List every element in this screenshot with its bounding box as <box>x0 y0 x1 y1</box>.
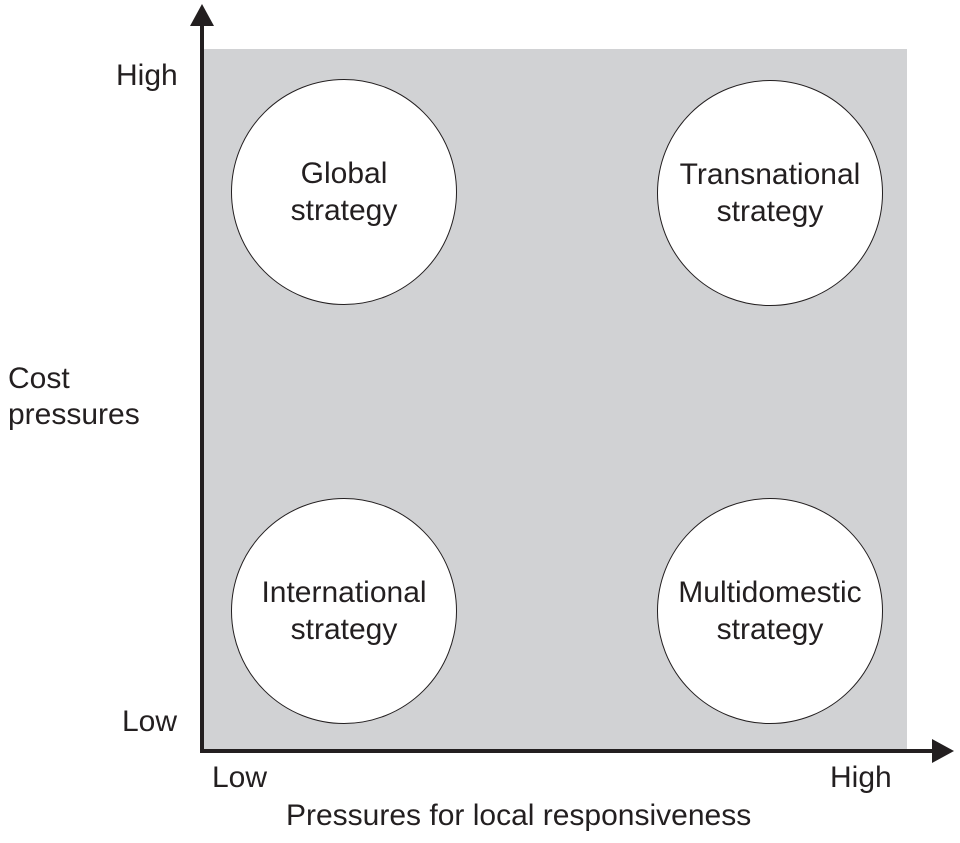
x-axis-high-label: High <box>830 761 892 794</box>
y-axis-low-label: Low <box>122 705 178 738</box>
transnational-strategy-line1: Transnational <box>679 158 861 191</box>
international-strategy-line1: International <box>261 576 427 609</box>
y-axis-high-label: High <box>116 59 178 92</box>
global-strategy-line1: Global <box>300 157 388 190</box>
multidomestic-strategy-line2: strategy <box>716 613 824 646</box>
multidomestic-strategy-line1: Multidomestic <box>678 576 862 609</box>
y-axis-title-line1: Cost <box>8 362 70 395</box>
transnational-strategy-line2: strategy <box>716 195 824 228</box>
international-strategy-line2: strategy <box>290 613 398 646</box>
x-axis-low-label: Low <box>212 761 268 794</box>
global-strategy-line2: strategy <box>290 194 398 227</box>
transnational-strategy-circle: Transnational strategy <box>657 80 883 306</box>
x-axis-arrowhead <box>932 739 954 763</box>
international-strategy-circle: International strategy <box>231 498 457 724</box>
y-axis-title-line2: pressures <box>8 398 140 431</box>
x-axis-title: Pressures for local responsiveness <box>286 799 752 832</box>
multidomestic-strategy-circle: Multidomestic strategy <box>657 498 883 724</box>
global-strategy-circle: Global strategy <box>231 79 457 305</box>
y-axis-arrowhead <box>190 4 214 26</box>
y-axis-title: Cost pressures <box>8 361 140 433</box>
